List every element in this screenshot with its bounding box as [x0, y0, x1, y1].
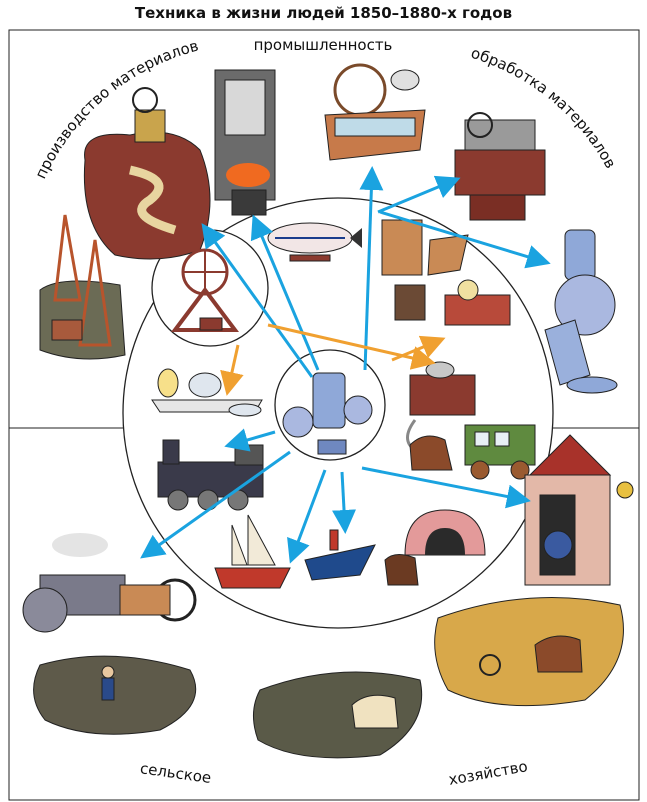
central-engine-icon [282, 372, 373, 455]
arrow-dynamo-to-lamps [220, 344, 244, 396]
dynamo-icon [171, 248, 239, 332]
arrow-to-ship-right [332, 471, 357, 534]
lamps-icon [151, 368, 263, 417]
arrows-orange [220, 323, 446, 396]
telegraph-icon [381, 219, 511, 326]
airship-icon [267, 222, 362, 262]
label-industry: промышленность [254, 36, 393, 54]
label-agriculture-2: хозяйство [447, 757, 529, 789]
factory-building-icon [524, 434, 634, 586]
spinning-machine-icon [324, 63, 426, 161]
steam-hammer-icon [214, 69, 276, 216]
arrow-to-mine [201, 223, 314, 378]
sower-icon [33, 655, 197, 735]
arrows-blue [140, 166, 551, 564]
locomotive-icon [157, 439, 264, 511]
arrow-to-lathe [377, 175, 461, 214]
diagram-frame [8, 29, 640, 801]
arrow-dynamo-to-telegraph [391, 335, 446, 362]
plough-icon [253, 596, 624, 759]
label-agriculture-1: сельское [139, 759, 212, 787]
arrow-to-factory [361, 466, 531, 509]
horse-tram-icon [409, 424, 536, 480]
arrow-to-steam-engine [379, 210, 551, 269]
arrow-to-spinning [359, 166, 384, 371]
mine-headframe-icon [83, 87, 211, 260]
arrow-to-locomotive [224, 428, 276, 452]
oil-derricks-icon [39, 214, 126, 360]
steam-engine-icon [544, 229, 618, 394]
lathe-machine-icon [454, 112, 546, 221]
tunnel-train-icon [384, 509, 486, 586]
tractor-icon [22, 533, 197, 633]
ships-icon [214, 514, 376, 589]
arrow-to-tractor [140, 450, 291, 559]
arrow-to-ship-left [287, 469, 327, 564]
arrow-to-hammer [250, 214, 320, 371]
diagram-title: Техника в жизни людей 1850–1880-х годов [134, 4, 513, 22]
